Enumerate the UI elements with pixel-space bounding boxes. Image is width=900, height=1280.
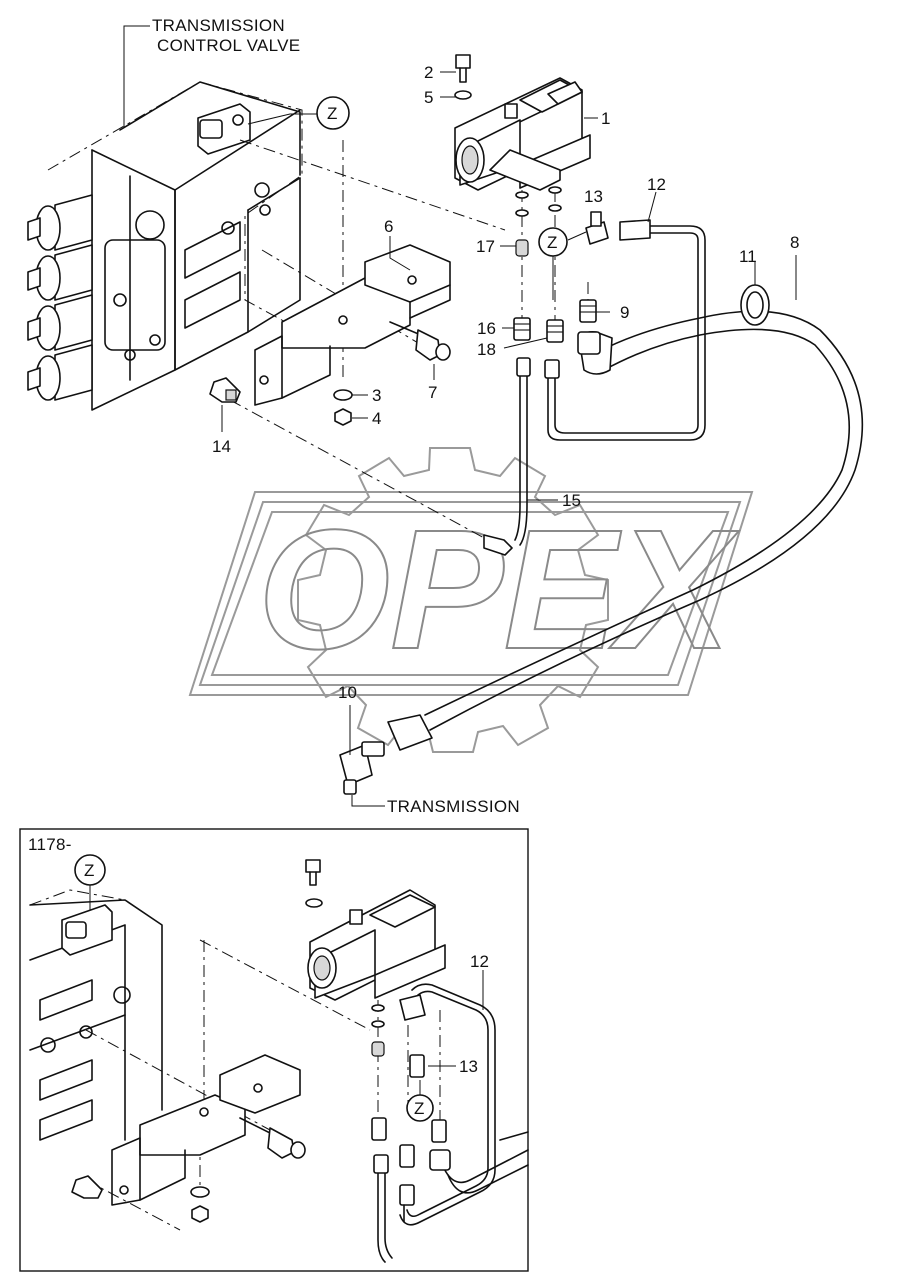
hose-8 [424,310,864,731]
mounting-bracket [254,244,451,406]
part-label-6: 6 [384,217,393,236]
washer-3 [333,389,353,401]
transmission-control-valve [27,25,303,411]
fitting-9 [579,282,597,323]
o-rings [515,186,562,217]
plug-17 [515,239,529,257]
part-label-11: 11 [739,247,757,266]
part-label-8: 8 [790,233,799,252]
caption-transmission-control-valve-line2: CONTROL VALVE [157,36,300,55]
part-label-15: 15 [562,491,581,510]
part-label-7: 7 [428,383,437,402]
bolt-7 [389,321,451,361]
caption-transmission-control-valve-line1: TRANSMISSION [152,16,285,35]
part-label-9: 9 [620,303,629,322]
bolt-2 [455,54,471,83]
detail-marker-z-valve-text: Z [327,104,337,123]
pipe-15 [483,357,531,556]
watermark: OPEX [188,447,754,753]
part-label-4: 4 [372,409,381,428]
detail-marker-z-fittings: Z [538,227,568,300]
leader-lines [221,71,797,501]
inset-detail-marker-z-fittings: Z [414,1099,424,1118]
inset-detail-marker-z: Z [84,861,94,880]
part-label-3: 3 [372,386,381,405]
part-label-14: 14 [212,437,231,456]
inset-panel: 1178- Z [19,828,529,1272]
inset-part-label-12: 12 [470,952,489,971]
watermark-text: OPEX [258,495,739,685]
part-label-17: 17 [476,237,495,256]
alignment-lines [229,139,556,541]
part-label-5: 5 [424,88,433,107]
elbow-fitting-10 [339,705,433,807]
part-label-13: 13 [584,187,603,206]
part-label-1: 1 [601,109,610,128]
fitting-18 [546,319,564,343]
hose-clamp-11 [740,262,770,326]
inset-serial-range: 1178- [28,835,72,854]
part-number-labels: 1 2 3 4 5 6 7 8 9 10 11 12 13 14 15 16 1… [212,63,799,702]
detail-marker-z-valve: Z [247,96,350,130]
detail-marker-z-fittings-text: Z [547,233,557,252]
solenoid-valve-1 [454,77,591,191]
tee-fitting-13 [567,211,609,245]
nut-4 [334,408,352,426]
solenoid-coils [27,194,93,401]
part-label-12: 12 [647,175,666,194]
caption-transmission: TRANSMISSION [387,797,520,816]
part-label-16: 16 [477,319,496,338]
tube-12 [544,219,706,441]
inset-part-label-13: 13 [459,1057,478,1076]
part-label-18: 18 [477,340,496,359]
fitting-16 [513,317,531,341]
fitting-14 [209,377,241,403]
part-label-2: 2 [424,63,433,82]
washer-5 [454,90,472,100]
part-label-10: 10 [338,683,357,702]
